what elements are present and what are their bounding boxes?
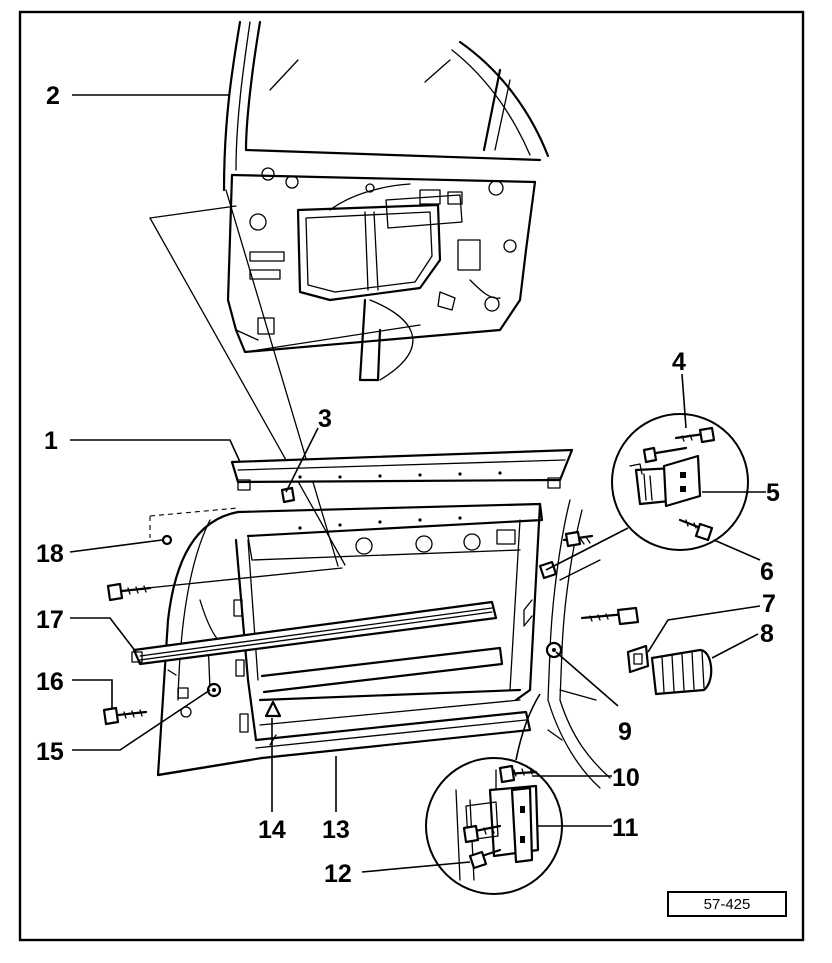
bolt-16 bbox=[102, 706, 148, 726]
diagram-frame bbox=[18, 10, 805, 942]
reference-box: 57-425 bbox=[667, 891, 787, 917]
callout-4: 4 bbox=[672, 348, 686, 376]
callout-12: 12 bbox=[324, 860, 352, 888]
door-shell-upper bbox=[222, 20, 550, 382]
callout-10: 10 bbox=[612, 764, 640, 792]
callout-3: 3 bbox=[318, 405, 332, 433]
callout-9: 9 bbox=[618, 718, 632, 746]
callout-14: 14 bbox=[258, 816, 286, 844]
callout-1: 1 bbox=[44, 427, 58, 455]
door-inner-panel bbox=[131, 448, 574, 777]
rubber-grommet-8 bbox=[650, 648, 713, 696]
bolt-18 bbox=[161, 534, 173, 546]
leader-lines bbox=[69, 94, 766, 873]
bolt-3 bbox=[280, 486, 296, 504]
fasteners bbox=[102, 486, 713, 726]
callout-2: 2 bbox=[46, 82, 60, 110]
bolt-7 bbox=[580, 606, 640, 626]
callout-15: 15 bbox=[36, 738, 64, 766]
callout-8: 8 bbox=[760, 620, 774, 648]
plate-7 bbox=[626, 644, 650, 674]
callout-13: 13 bbox=[322, 816, 350, 844]
reference-number: 57-425 bbox=[704, 896, 751, 913]
callout-11: 11 bbox=[612, 814, 639, 842]
callout-6: 6 bbox=[760, 558, 774, 586]
callout-5: 5 bbox=[766, 479, 780, 507]
hinge-detail-upper bbox=[545, 413, 749, 571]
callout-17: 17 bbox=[36, 606, 64, 634]
callout-16: 16 bbox=[36, 668, 64, 696]
assembly-guide-lines bbox=[127, 189, 346, 591]
bolt-left-upper bbox=[106, 582, 152, 602]
callout-18: 18 bbox=[36, 540, 64, 568]
callout-labels: 2 1 3 4 5 6 7 8 9 10 11 12 13 14 15 16 1… bbox=[36, 82, 780, 888]
bolt-right-hinge bbox=[538, 530, 594, 580]
callout-7: 7 bbox=[762, 590, 776, 618]
